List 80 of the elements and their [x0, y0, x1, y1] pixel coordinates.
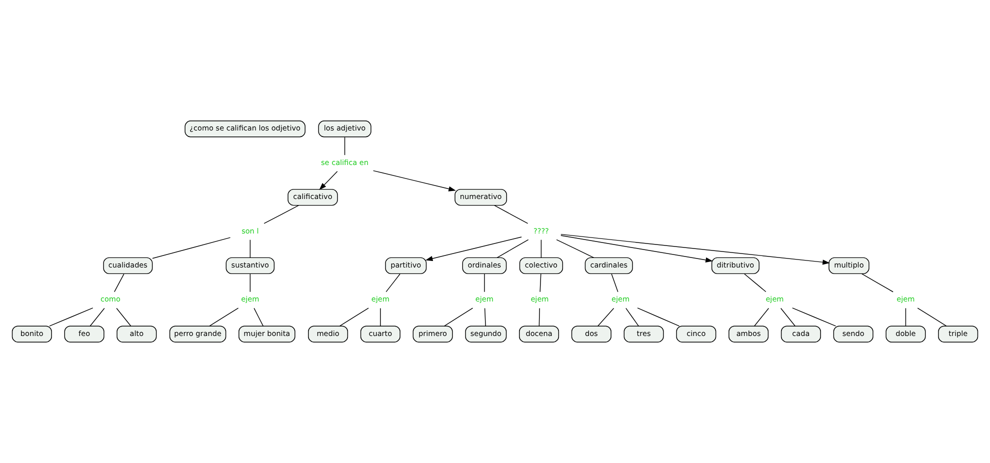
connector — [754, 308, 770, 326]
node-box: ambos — [728, 326, 769, 342]
node-box: partitivo — [385, 257, 427, 274]
connector — [49, 308, 94, 326]
node-box: primero — [412, 326, 453, 342]
node-text: son l — [242, 226, 259, 236]
node-box: cualidades — [103, 257, 153, 274]
connector — [264, 205, 299, 224]
arrow — [425, 236, 522, 261]
node-text: como — [100, 294, 120, 304]
node-box: cinco — [676, 326, 716, 342]
node-box: numerativo — [454, 188, 507, 206]
node-box: bonito — [12, 326, 52, 342]
connector — [905, 308, 906, 326]
node-box: colectivo — [519, 257, 564, 274]
arrow — [560, 234, 830, 265]
connector — [598, 308, 614, 326]
node-box: ordinales — [462, 257, 507, 274]
arrow — [372, 170, 456, 192]
node-box: calificativo — [288, 188, 338, 206]
node-box: docena — [519, 326, 560, 342]
node-box: ¿como se califican los odjetivo — [184, 120, 306, 138]
connector — [116, 308, 132, 326]
connector — [152, 237, 231, 259]
connector — [250, 274, 251, 292]
node-box: ditributivo — [711, 257, 760, 274]
node-box: multiplo — [828, 257, 870, 274]
node-box: dos — [571, 326, 612, 342]
arrow — [560, 235, 713, 262]
node-box: mujer bonita — [238, 326, 296, 342]
node-box: cada — [780, 326, 821, 342]
node-text: se califica en — [321, 158, 368, 167]
connector — [209, 308, 239, 326]
connector — [444, 308, 474, 326]
connector — [744, 273, 766, 292]
node-box: cuarto — [360, 326, 400, 342]
connector — [344, 136, 346, 156]
connector — [250, 239, 251, 258]
node-text: ejem — [475, 294, 494, 304]
connector — [626, 308, 639, 326]
node-box: feo — [64, 326, 104, 342]
node-box: los adjetivo — [318, 120, 372, 138]
node-box: tres — [624, 326, 664, 342]
node-box: alto — [116, 326, 157, 342]
node-text: ejem — [241, 294, 260, 304]
node-text: ejem — [371, 294, 390, 304]
connector — [792, 308, 836, 326]
node-box: cardinales — [584, 257, 633, 274]
node-box: sendo — [833, 326, 874, 342]
connector — [484, 308, 486, 326]
arrow — [319, 171, 338, 190]
connector — [114, 274, 124, 292]
connector — [861, 273, 894, 292]
node-text: ejem — [896, 294, 915, 304]
node-text: ejem — [611, 294, 630, 304]
connector — [637, 308, 680, 326]
node-text: ???? — [533, 226, 549, 236]
connector — [340, 308, 369, 326]
node-text: ejem — [766, 294, 784, 304]
node-box: doble — [886, 326, 926, 342]
connector — [611, 274, 618, 292]
connector — [494, 205, 528, 224]
connector — [386, 274, 400, 292]
node-box: medio — [308, 326, 348, 342]
node-box: triple — [938, 326, 978, 342]
node-box: perro grande — [169, 326, 226, 342]
node-box: segundo — [465, 326, 507, 342]
connector — [380, 308, 381, 326]
connector — [917, 308, 947, 326]
connector — [254, 308, 264, 326]
connector — [540, 274, 542, 292]
node-text: ejem — [530, 294, 549, 304]
connector — [484, 274, 485, 292]
connector — [540, 239, 542, 258]
connector — [496, 239, 529, 258]
node-box: sustantivo — [226, 257, 275, 274]
connector — [780, 308, 796, 326]
connector — [538, 308, 540, 326]
connector — [556, 239, 594, 258]
connector — [90, 308, 105, 326]
